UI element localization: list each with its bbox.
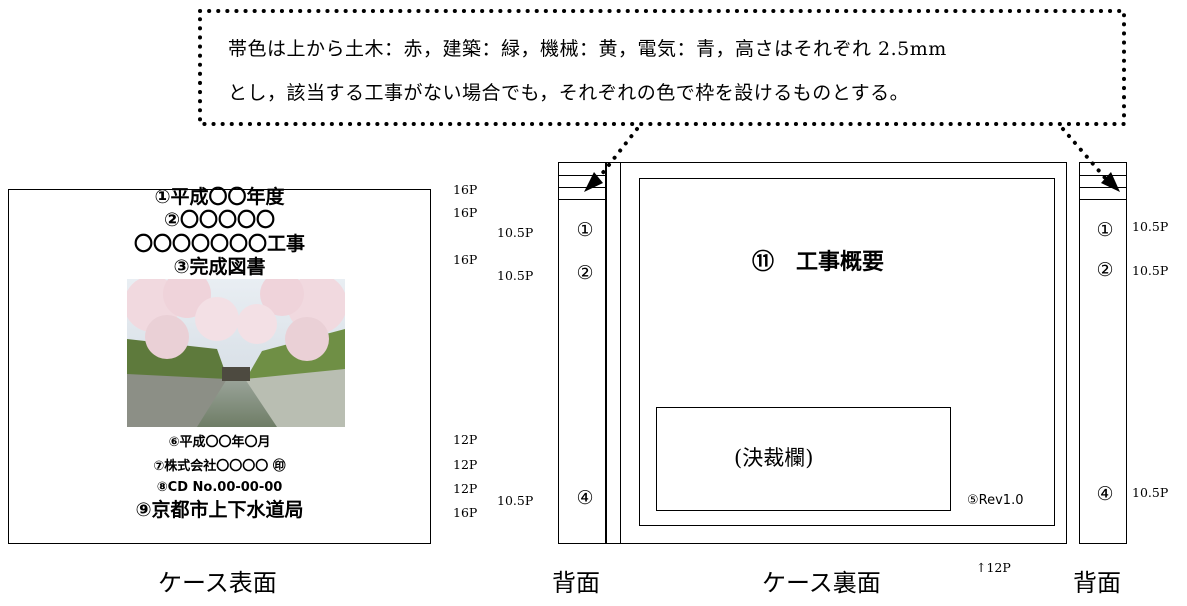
front-line-4: ③完成図書	[173, 256, 266, 278]
front-line-1: ①平成〇〇年度	[154, 186, 285, 208]
size-label: 10.5P	[1132, 485, 1169, 500]
size-label: 12P	[453, 481, 478, 496]
overview-label: ⑪ 工事概要	[752, 250, 885, 275]
size-label: 10.5P	[1132, 219, 1169, 234]
size-label: 12P	[453, 432, 478, 447]
approval-label: (決裁欄)	[734, 446, 814, 470]
spine-right-4: ④	[1096, 483, 1114, 505]
note-line-2: とし，該当する工事がない場合でも，それぞれの色で枠を設けるものとする。	[228, 82, 910, 104]
front-line-7: ⑦株式会社〇〇〇〇 ㊞	[153, 459, 286, 474]
caption-spine-left: 背面	[552, 569, 600, 597]
color-band-line	[558, 175, 606, 176]
note-line-1: 帯色は上から土木：赤，建築：緑，機械：黄，電気：青，高さはそれぞれ 2.5mm	[228, 38, 947, 60]
size-label: 12P	[453, 457, 478, 472]
spine-left-4: ④	[576, 487, 594, 509]
rev-size-label: ↑12P	[976, 560, 1011, 575]
size-label: 16P	[453, 252, 478, 267]
caption-back: ケース裏面	[762, 569, 881, 597]
front-line-2: ②〇〇〇〇〇	[163, 209, 276, 231]
case-back-edge-left	[620, 162, 621, 544]
size-label: 16P	[453, 182, 478, 197]
cover-photo	[127, 279, 345, 427]
spine-left-1: ①	[576, 219, 594, 241]
spine-left	[558, 162, 606, 544]
spine-right-2: ②	[1096, 259, 1114, 281]
color-band-line	[558, 199, 606, 200]
front-line-8: ⑧CD No.00-00-00	[156, 480, 283, 495]
case-back-outer	[606, 162, 1067, 544]
spine-right	[1079, 162, 1127, 544]
front-line-9: ⑨京都市上下水道局	[135, 499, 304, 521]
front-line-6: ⑥平成〇〇年〇月	[168, 435, 271, 450]
size-label: 10.5P	[1132, 263, 1169, 278]
case-front: ①平成〇〇年度 ②〇〇〇〇〇 〇〇〇〇〇〇〇工事 ③完成図書 ⑥平成〇〇年〇月 …	[8, 186, 431, 544]
color-band-line	[558, 187, 606, 188]
caption-front: ケース表面	[158, 569, 277, 597]
size-label: 16P	[453, 205, 478, 220]
color-band-line	[1079, 187, 1127, 188]
size-label: 16P	[453, 505, 478, 520]
size-label: 10.5P	[497, 493, 534, 508]
rev-label: ⑤Rev1.0	[967, 493, 1024, 508]
case-back-inner	[639, 178, 1055, 526]
color-band-line	[1079, 199, 1127, 200]
color-band-line	[1079, 175, 1127, 176]
front-line-3: 〇〇〇〇〇〇〇工事	[133, 233, 305, 255]
size-label: 10.5P	[497, 268, 534, 283]
size-label: 10.5P	[497, 225, 534, 240]
approval-box	[656, 407, 951, 511]
caption-spine-right: 背面	[1073, 569, 1121, 597]
spine-left-2: ②	[576, 262, 594, 284]
spine-right-1: ①	[1096, 219, 1114, 241]
